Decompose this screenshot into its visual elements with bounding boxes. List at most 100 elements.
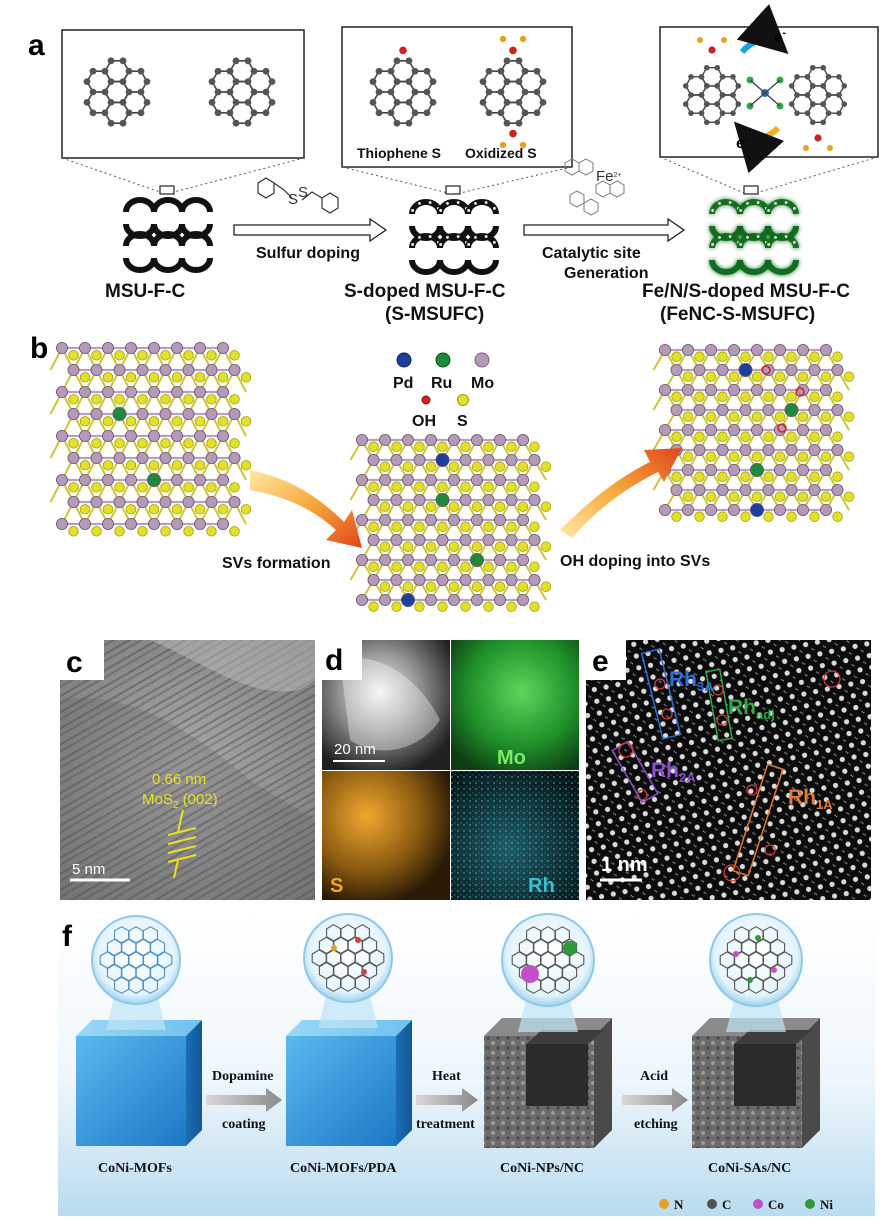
dopant-dot [418, 235, 421, 239]
carbon-atom [719, 74, 726, 80]
carbon-atom [730, 92, 736, 98]
carbon-atom [836, 74, 842, 80]
site-label-rh2a: Rh2A [651, 759, 696, 785]
mo-atom [762, 443, 775, 456]
carbon-atom [688, 110, 694, 116]
s-atom [68, 350, 79, 361]
s-atom [368, 481, 379, 492]
s-atom [206, 350, 217, 361]
pore-arc-top [737, 233, 771, 249]
disulfide-s1: S [288, 191, 298, 208]
mo-atom [424, 473, 437, 486]
s-atom [717, 471, 728, 482]
mo-atom [159, 407, 172, 420]
framework-ring [569, 951, 585, 969]
mo-atom [378, 514, 391, 527]
mo-atom [367, 534, 380, 547]
s-atom [183, 438, 194, 449]
s-atom [832, 431, 843, 442]
stage-label-fencsmsufc-abbr: (FeNC-S-MSUFC) [660, 304, 815, 325]
mo-atom [797, 343, 810, 356]
svs-formation-label: SVs formation [222, 555, 330, 572]
s-atom [471, 581, 483, 592]
carbon-atom [521, 88, 529, 96]
mos2-lattice-pristine [49, 341, 252, 537]
heteroatom [499, 35, 507, 43]
s-atom [125, 372, 137, 383]
mo-atom [90, 407, 103, 420]
carbon-atom [521, 67, 529, 75]
sulfur-doping-arrow [233, 217, 388, 243]
fencs-cluster [682, 37, 848, 151]
mo-atom [693, 483, 706, 496]
carbon-atom [825, 110, 832, 116]
carbon-atom [703, 64, 710, 71]
panel-a-label: a [28, 29, 45, 62]
bubble-circle [303, 913, 393, 1003]
mo-atom [413, 493, 426, 506]
s-atom [763, 431, 774, 442]
mo-atom [820, 503, 833, 516]
panel-f-label: f [62, 920, 73, 953]
carbon-atom [89, 88, 97, 96]
pore-arc-top [437, 199, 471, 215]
mo-atom [797, 463, 810, 476]
carbon-atom [698, 74, 705, 80]
carbon-atom [369, 78, 377, 86]
mo-atom [205, 363, 218, 376]
mo-atom [528, 493, 541, 506]
heteroatom [509, 129, 517, 138]
s-atom [171, 416, 183, 427]
dopant-dot [411, 209, 415, 212]
oxygen-atom [814, 134, 822, 142]
graphene-cluster [208, 57, 276, 127]
dopant-dot [456, 235, 460, 238]
s-atom [414, 561, 425, 572]
s-atom [206, 438, 217, 449]
mo-atom [113, 495, 126, 508]
rh1a-box [732, 763, 784, 877]
mo-atom [424, 594, 437, 607]
s-atom [728, 491, 740, 502]
mo-atom [147, 518, 160, 531]
carbon-atom [137, 88, 145, 96]
s-atom [763, 511, 774, 522]
mo-atom [505, 574, 518, 587]
carbon-atom [825, 74, 832, 80]
mo-atom [56, 385, 69, 398]
s-atom [368, 521, 379, 532]
mos2-lattice-oh [652, 343, 855, 522]
mo-atom [367, 453, 380, 466]
mo-atom [216, 429, 229, 442]
carbon-atom [232, 78, 240, 86]
carbon-atom [515, 98, 523, 106]
oxidized-s-label: Oxidized S [465, 145, 537, 161]
carbon-atom [688, 74, 694, 80]
mo-atom [216, 385, 229, 398]
mo-atom [517, 514, 530, 527]
s-atom [425, 541, 437, 552]
carbon-atom [485, 88, 493, 96]
fencsmsufc-structure [709, 199, 799, 275]
mo-atom [401, 473, 414, 486]
ru-atom [784, 402, 799, 417]
dopant-dot [446, 235, 449, 239]
graphene-cluster [369, 46, 437, 127]
bubble-circle [709, 913, 803, 1007]
s-atom [763, 391, 774, 402]
carbon-atom [232, 98, 240, 106]
s-atom [414, 441, 425, 452]
carbon-atom [387, 109, 395, 117]
s-atom [460, 601, 471, 612]
mo-atom [820, 463, 833, 476]
s-atom [786, 391, 797, 402]
s-atom [229, 526, 240, 537]
carbon-atom [393, 119, 401, 127]
s-atom [797, 491, 809, 502]
pd-atom [738, 362, 753, 377]
s-atom [206, 394, 217, 405]
s-atom [160, 482, 171, 493]
carbon-atom [226, 67, 234, 75]
mo-atom [355, 554, 368, 567]
mo-atom [205, 495, 218, 508]
